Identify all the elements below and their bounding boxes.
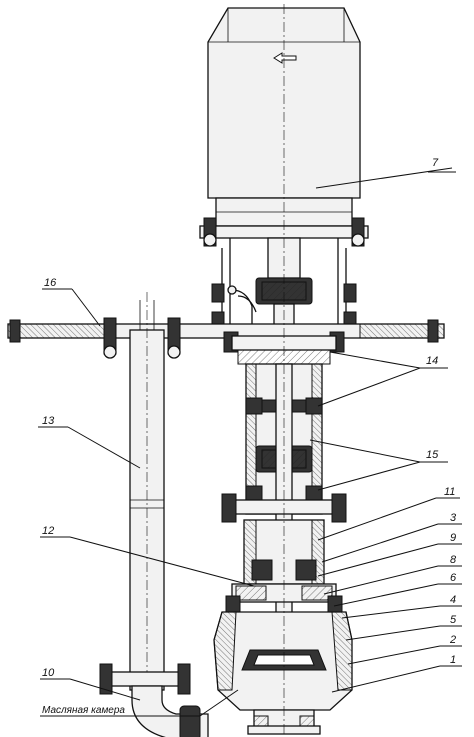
callout-12: 12 [42, 525, 54, 537]
callout-10: 10 [42, 667, 55, 679]
callout-2: 2 [449, 634, 456, 646]
elbow-pipe [131, 685, 209, 737]
pump-column [221, 335, 347, 695]
callout-15: 15 [426, 449, 439, 461]
callout-14: 14 [426, 355, 438, 367]
callout-6: 6 [450, 572, 457, 584]
left-arrow-icon [273, 52, 297, 64]
base-plate [7, 317, 445, 359]
leader-lines [38, 167, 462, 717]
callout-8: 8 [450, 554, 457, 566]
pump-casing [213, 519, 353, 735]
callout-11: 11 [444, 486, 455, 498]
callout-9: 9 [450, 532, 456, 544]
callout-16: 16 [44, 277, 57, 289]
motor-flange [199, 217, 369, 247]
oil-chamber-label: Масляная камера [42, 705, 125, 716]
callout-7: 7 [432, 157, 439, 169]
callout-1: 1 [450, 654, 456, 666]
callout-5: 5 [450, 614, 457, 626]
discharge-pipe [99, 292, 191, 700]
callout-4: 4 [450, 594, 456, 606]
callout-13: 13 [42, 415, 55, 427]
callout-3: 3 [450, 512, 457, 524]
